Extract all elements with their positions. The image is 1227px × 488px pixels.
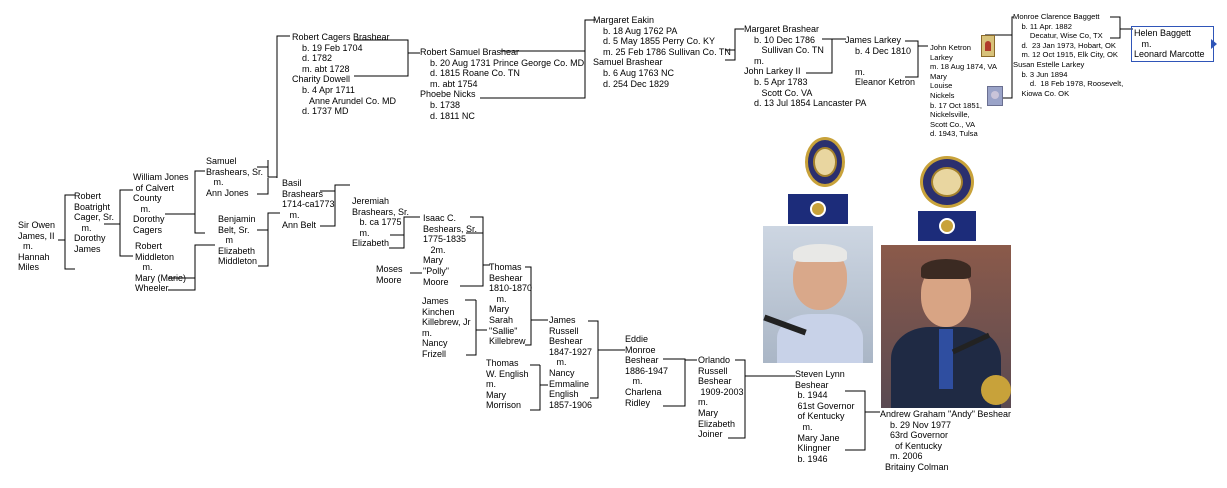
portrait-thumbnail-icon[interactable]: [987, 86, 1003, 106]
person-margaret-eakin[interactable]: Margaret Eakin b. 18 Aug 1762 PA d. 5 Ma…: [593, 15, 731, 89]
person-basil-brashears[interactable]: Basil Brashears 1714-ca1773 m. Ann Belt: [282, 178, 335, 231]
kentucky-flag-icon: [918, 211, 976, 241]
kentucky-seal-icon: [805, 137, 845, 187]
person-benjamin-belt[interactable]: Benjamin Belt, Sr. m Elizabeth Middleton: [218, 214, 258, 267]
person-andy-beshear[interactable]: Andrew Graham "Andy" Beshear b. 29 Nov 1…: [880, 409, 1011, 472]
person-jeremiah-brashears[interactable]: Jeremiah Brashears, Sr. b. ca 1775 m. El…: [352, 196, 410, 249]
kentucky-seal-icon: [920, 156, 974, 208]
expand-arrow-icon[interactable]: [1210, 38, 1218, 50]
portrait-thumbnail-icon[interactable]: [981, 35, 995, 57]
steven-beshear-photo: [763, 226, 873, 363]
person-robert-cagers-brashear[interactable]: Robert Cagers Brashear b. 19 Feb 1704 d.…: [292, 32, 397, 117]
person-eddie-beshear[interactable]: Eddie Monroe Beshear 1886-1947 m. Charle…: [625, 334, 669, 408]
person-james-larkey[interactable]: James Larkey b. 4 Dec 1810 m. Eleanor Ke…: [845, 35, 916, 88]
person-james-russell-beshear[interactable]: James Russell Beshear 1847-1927 m. Nancy…: [549, 315, 593, 410]
person-isaac-beshears[interactable]: Isaac C. Beshears, Sr. 1775-1835 2m. Mar…: [423, 213, 478, 287]
person-thomas-beshear[interactable]: Thomas Beshear 1810-1870 m. Mary Sarah "…: [489, 262, 533, 347]
person-james-kinchen-killebrew[interactable]: James Kinchen Killebrew, Jr m. Nancy Fri…: [422, 296, 471, 359]
person-owen-james[interactable]: Sir Owen James, II m. Hannah Miles: [18, 220, 56, 273]
kentucky-flag-icon: [788, 194, 848, 224]
person-helen-baggett[interactable]: Helen Baggett m. Leonard Marcotte: [1131, 26, 1214, 62]
person-john-ketron-larkey[interactable]: John Ketron Larkey m. 18 Aug 1874, VA Ma…: [930, 43, 997, 139]
person-robert-middleton[interactable]: Robert Middleton m. Mary (Marie) Wheeler: [135, 241, 186, 294]
person-margaret-brashear[interactable]: Margaret Brashear b. 10 Dec 1786 Sulliva…: [744, 24, 867, 109]
person-monroe-baggett[interactable]: Monroe Clarence Baggett b. 11 Apr. 1882 …: [1013, 12, 1124, 98]
helen-baggett-text: Helen Baggett m. Leonard Marcotte: [1134, 28, 1205, 60]
person-samuel-brashears-sr[interactable]: Samuel Brashears, Sr. m. Ann Jones: [206, 156, 264, 198]
person-thomas-english[interactable]: Thomas W. English m. Mary Morrison: [486, 358, 529, 411]
person-robert-cager[interactable]: Robert Boatright Cager, Sr. m. Dorothy J…: [74, 191, 115, 254]
andy-beshear-photo: [881, 245, 1011, 408]
person-william-jones[interactable]: William Jones of Calvert County m. Dorot…: [133, 172, 189, 235]
person-steven-beshear[interactable]: Steven Lynn Beshear b. 1944 61st Governo…: [795, 369, 855, 464]
person-orlando-beshear[interactable]: Orlando Russell Beshear 1909-2003 m. Mar…: [698, 355, 744, 440]
person-moses-moore[interactable]: Moses Moore: [376, 264, 403, 285]
person-robert-samuel-brashear[interactable]: Robert Samuel Brashear b. 20 Aug 1731 Pr…: [420, 47, 585, 121]
